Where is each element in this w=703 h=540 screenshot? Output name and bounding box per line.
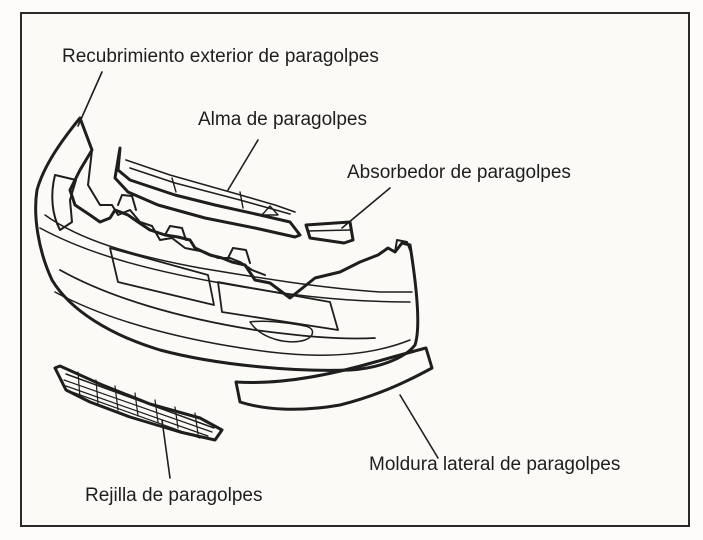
label-grille: Rejilla de paragolpes bbox=[85, 485, 263, 506]
bumper-side-molding bbox=[234, 346, 434, 411]
label-absorber: Absorbedor de paragolpes bbox=[347, 162, 571, 183]
diagram-frame bbox=[20, 12, 690, 527]
bumper-absorber bbox=[304, 220, 355, 245]
bumper-outer-cover bbox=[34, 116, 420, 372]
bumper-grille bbox=[53, 364, 224, 442]
label-core: Alma de paragolpes bbox=[198, 109, 367, 130]
label-outer-cover: Recubrimiento exterior de paragolpes bbox=[62, 46, 379, 67]
leader-outer-cover bbox=[77, 71, 103, 127]
leader-side-molding bbox=[399, 394, 439, 459]
leader-absorber bbox=[341, 187, 391, 229]
leader-grille bbox=[161, 419, 171, 479]
leader-lines bbox=[77, 71, 439, 479]
label-side-molding: Moldura lateral de paragolpes bbox=[369, 454, 621, 475]
leader-core bbox=[227, 139, 259, 191]
bumper-core bbox=[113, 146, 302, 239]
